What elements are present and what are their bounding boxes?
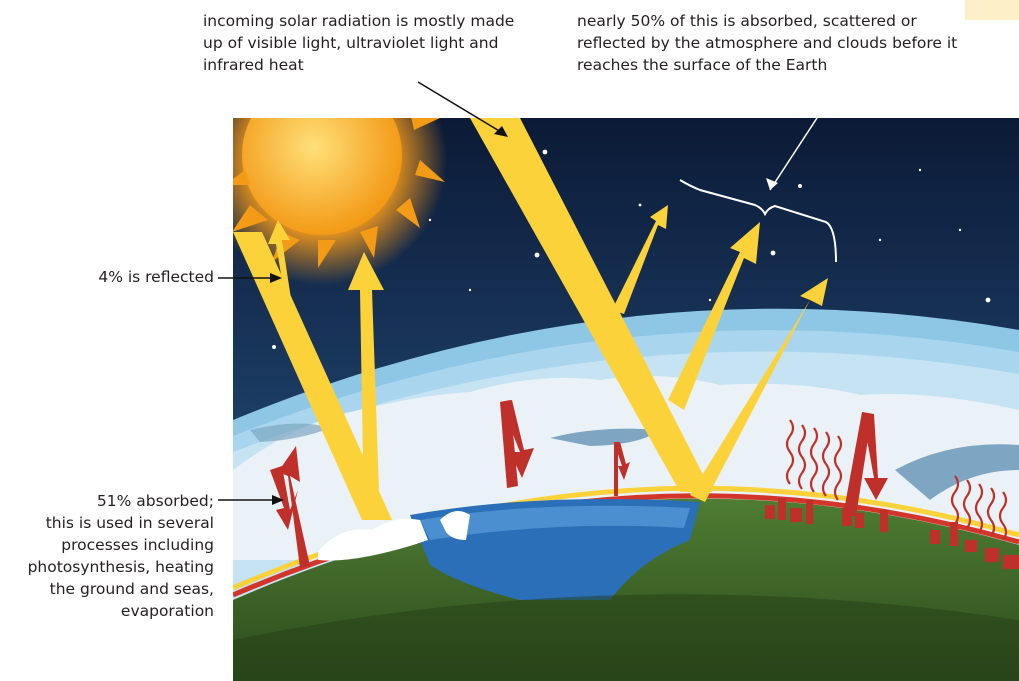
stars bbox=[272, 149, 991, 349]
pointer-head bbox=[766, 178, 778, 190]
land-shadow bbox=[233, 594, 1019, 681]
cloud-streak bbox=[550, 428, 660, 446]
pointer-incoming bbox=[417, 81, 507, 136]
heat-waves bbox=[785, 419, 1008, 541]
label-atmosphere-absorption: nearly 50% of this is absorbed, scattere… bbox=[577, 12, 958, 74]
yellow-arrows bbox=[268, 205, 828, 520]
heat-arrows bbox=[270, 400, 888, 568]
cloud-streak bbox=[895, 444, 1019, 500]
label-reflected: 4% is reflected bbox=[98, 268, 214, 286]
bracket bbox=[679, 179, 837, 263]
pointer-head bbox=[272, 495, 284, 505]
pointer-head bbox=[270, 273, 282, 283]
beam-incoming-top bbox=[470, 118, 712, 492]
beam-incoming-sun bbox=[233, 232, 392, 520]
arrow-reflected-4pct bbox=[268, 220, 292, 305]
sun-rays bbox=[233, 118, 445, 268]
cloud-streak bbox=[250, 423, 330, 442]
label-absorbed-detail: this is used in several processes includ… bbox=[27, 514, 214, 620]
city bbox=[765, 498, 1019, 569]
pointer-head bbox=[494, 126, 508, 137]
label-absorbed-title: 51% absorbed; bbox=[96, 492, 214, 510]
ocean-shallow bbox=[420, 505, 690, 540]
label-absorbed: 51% absorbed; this is used in several pr… bbox=[0, 490, 214, 622]
ice bbox=[318, 518, 428, 561]
sun-icon bbox=[242, 118, 402, 235]
label-incoming-radiation: incoming solar radiation is mostly made … bbox=[203, 12, 515, 74]
ice bbox=[440, 511, 470, 540]
pointer-atmosphere bbox=[769, 94, 833, 191]
corner-tab bbox=[965, 0, 1019, 20]
